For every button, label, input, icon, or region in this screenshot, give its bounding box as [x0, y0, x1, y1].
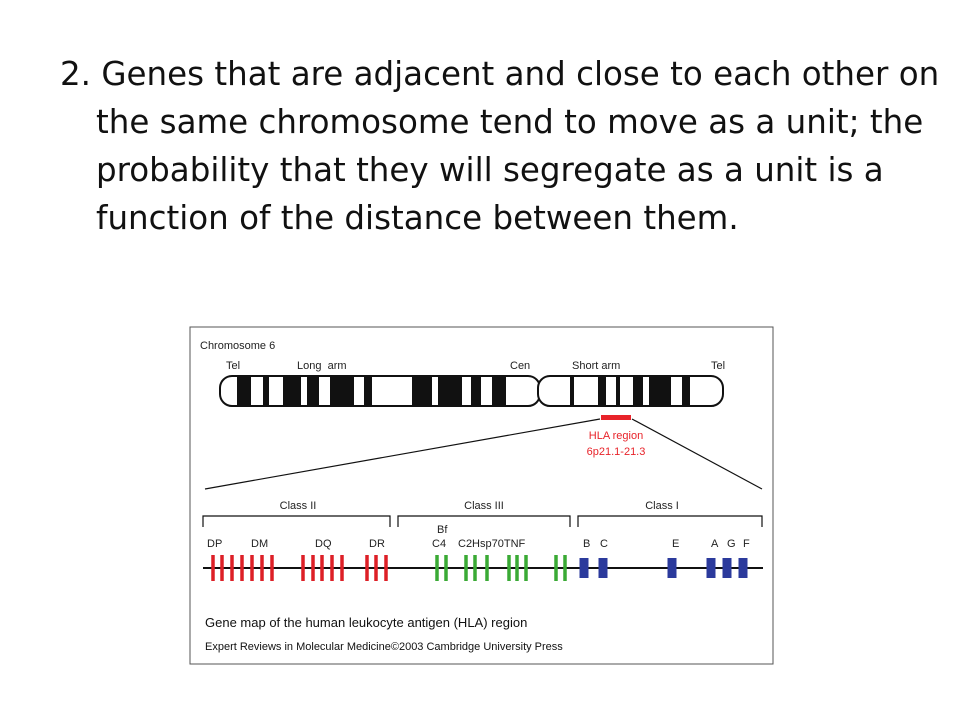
class-iii-gene-bar [524, 555, 528, 581]
class-ii-gene-bar [301, 555, 305, 581]
gene-label-e: E [672, 538, 679, 550]
class-i-gene-bar [706, 558, 716, 578]
gene-bars [211, 555, 748, 581]
class-ii-gene-bar [260, 555, 264, 581]
tel-left-label: Tel [226, 360, 240, 372]
chromosome-short-arm [537, 375, 724, 407]
class-i-gene-bar [722, 558, 732, 578]
gene-label-dr: DR [369, 538, 385, 550]
class-ii-label: Class II [280, 500, 317, 512]
class-iii-gene-bar [515, 555, 519, 581]
tel-right-label: Tel [711, 360, 725, 372]
zoom-line-left [204, 418, 601, 490]
chromosome-long-arm [219, 375, 541, 407]
gene-label-dm: DM [251, 538, 268, 550]
chromosome-label: Chromosome 6 [200, 340, 275, 352]
class-iii-gene-bar [464, 555, 468, 581]
class-iii-gene-bar [563, 555, 567, 581]
class-ii-gene-bar [320, 555, 324, 581]
slide-text: 2. Genes that are adjacent and close to … [60, 55, 940, 237]
class-iii-gene-bar [444, 555, 448, 581]
class-iii-gene-bar [473, 555, 477, 581]
class-ii-gene-bar [340, 555, 344, 581]
cen-label: Cen [510, 360, 530, 372]
class-ii-gene-bar [240, 555, 244, 581]
short-arm-label: Short arm [572, 360, 620, 372]
gene-label-bf: Bf [437, 524, 448, 536]
class-iii-gene-bar [435, 555, 439, 581]
gene-label-c4: C4 [432, 538, 446, 550]
class-i-bracket [577, 515, 763, 527]
class-ii-gene-bar [220, 555, 224, 581]
gene-label-b: B [583, 538, 590, 550]
class-ii-bracket [202, 515, 391, 527]
class-ii-gene-bar [250, 555, 254, 581]
gene-label-g: G [727, 538, 736, 550]
class-iii-bracket [397, 515, 571, 527]
long-arm-label: Long arm [297, 360, 347, 372]
class-ii-gene-bar [311, 555, 315, 581]
class-ii-gene-bar [384, 555, 388, 581]
class-ii-gene-bar [365, 555, 369, 581]
hla-locus-label: 6p21.1-21.3 [587, 446, 646, 458]
class-i-gene-bar [579, 558, 589, 578]
class-ii-gene-bar [330, 555, 334, 581]
figure-credit: Expert Reviews in Molecular Medicine©200… [205, 641, 563, 653]
hla-region-label: HLA region [589, 430, 643, 442]
gene-label-dq: DQ [315, 538, 332, 550]
gene-label-c2hsp70tnf: C2Hsp70TNF [458, 538, 526, 550]
class-i-gene-bar [667, 558, 677, 578]
gene-label-dp: DP [207, 538, 222, 550]
figure-caption: Gene map of the human leukocyte antigen … [205, 615, 527, 630]
class-iii-gene-bar [507, 555, 511, 581]
gene-label-f: F [743, 538, 750, 550]
gene-label-c: C [600, 538, 608, 550]
class-ii-gene-bar [211, 555, 215, 581]
class-iii-label: Class III [464, 500, 504, 512]
class-ii-gene-bar [270, 555, 274, 581]
hla-region-marker [601, 415, 631, 420]
class-ii-gene-bar [230, 555, 234, 581]
class-ii-gene-bar [374, 555, 378, 581]
class-iii-gene-bar [485, 555, 489, 581]
zoom-line-right [631, 418, 763, 490]
gene-label-a: A [711, 538, 719, 550]
class-iii-gene-bar [554, 555, 558, 581]
class-i-gene-bar [738, 558, 748, 578]
class-i-gene-bar [598, 558, 608, 578]
class-i-label: Class I [645, 500, 679, 512]
